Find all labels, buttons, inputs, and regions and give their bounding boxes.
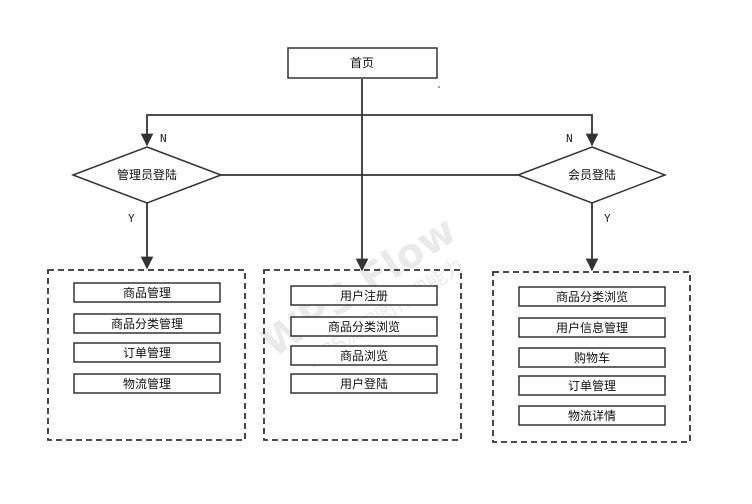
member-item-label: 订单管理 [568, 378, 616, 393]
member-item[interactable]: 商品分类浏览 [518, 286, 666, 307]
admin-item-label: 订单管理 [123, 345, 171, 360]
label-n-admin: N [160, 132, 167, 145]
member-group [492, 271, 691, 443]
label-y-admin: Y [128, 212, 135, 225]
admin-item[interactable]: 商品分类管理 [73, 313, 221, 334]
label-y-member: Y [604, 212, 611, 225]
user-item-label: 用户注册 [340, 288, 388, 303]
home-node-label: 首页 [350, 56, 374, 70]
member-login-label: 会员登陆 [568, 167, 616, 182]
member-item-label: 用户信息管理 [556, 320, 628, 335]
connectors [140, 79, 599, 272]
member-item[interactable]: 订单管理 [518, 375, 666, 396]
user-item-label: 用户登陆 [340, 376, 388, 391]
admin-login-label: 管理员登陆 [117, 167, 177, 182]
admin-item-label: 商品管理 [123, 285, 171, 300]
member-item-label: 物流详情 [568, 408, 616, 423]
label-n-member: N [566, 132, 573, 145]
admin-group [47, 269, 246, 441]
user-group [263, 269, 462, 441]
admin-item[interactable]: 商品管理 [73, 282, 221, 303]
admin-login-decision[interactable] [70, 146, 224, 204]
member-item[interactable]: 购物车 [518, 347, 666, 368]
user-item[interactable]: 用户登陆 [290, 373, 438, 394]
member-item-label: 购物车 [574, 350, 610, 365]
member-item[interactable]: 物流详情 [518, 405, 666, 426]
home-node[interactable] [287, 47, 438, 79]
user-item-label: 商品分类浏览 [328, 319, 400, 334]
admin-item-label: 物流管理 [123, 376, 171, 391]
admin-item-label: 商品分类管理 [111, 316, 183, 331]
connector-home-to-member-login [362, 114, 599, 147]
user-item-label: 商品浏览 [340, 348, 388, 363]
connector-home-to-admin-login [140, 114, 362, 147]
user-item[interactable]: 用户注册 [290, 285, 438, 306]
member-item[interactable]: 用户信息管理 [518, 317, 666, 338]
member-login-decision[interactable] [515, 146, 668, 204]
user-item[interactable]: 商品分类浏览 [290, 316, 438, 337]
admin-item[interactable]: 物流管理 [73, 373, 221, 394]
admin-item[interactable]: 订单管理 [73, 342, 221, 363]
user-item[interactable]: 商品浏览 [290, 345, 438, 366]
member-item-label: 商品分类浏览 [556, 289, 628, 304]
stray-dot [438, 86, 440, 88]
